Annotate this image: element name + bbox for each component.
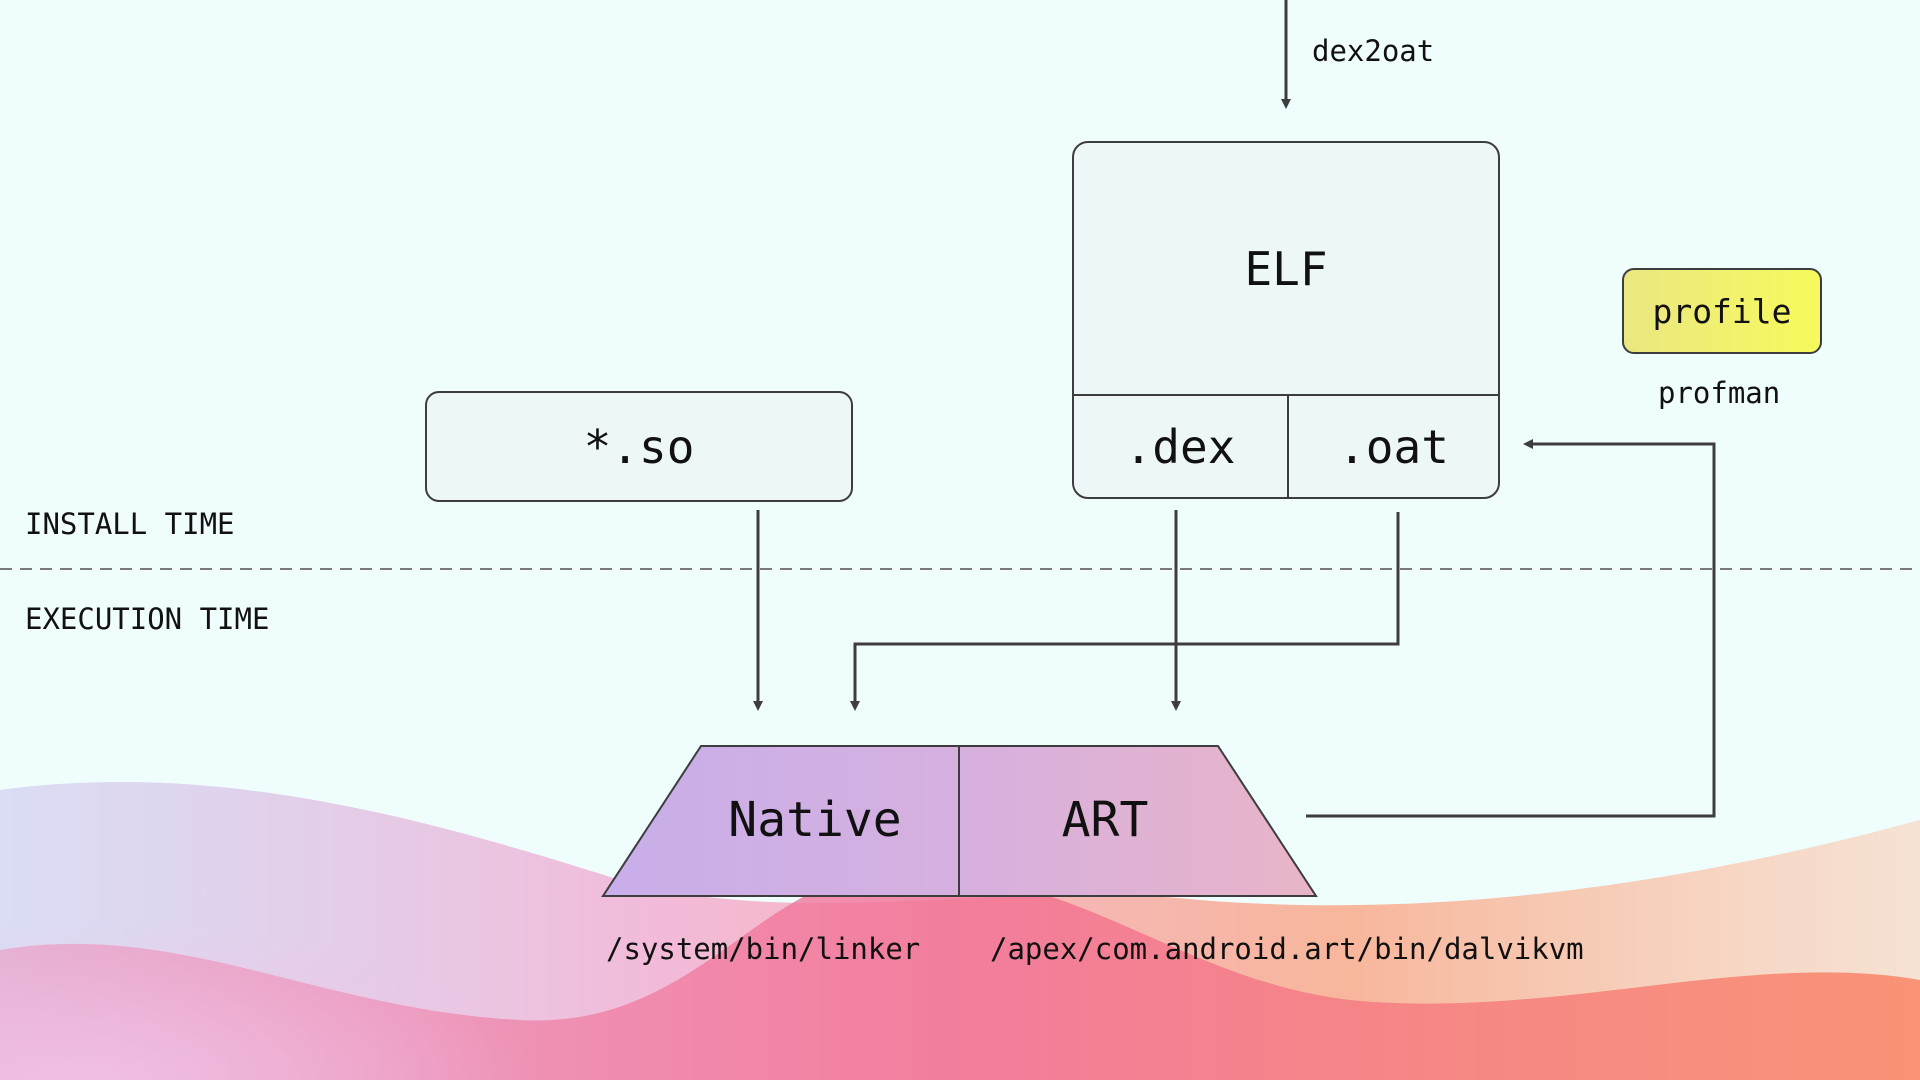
oat-to-native-arrow: [850, 512, 1400, 711]
execution-time-label: EXECUTION TIME: [25, 602, 270, 636]
profile-label: profile: [1652, 291, 1792, 331]
install-time-label: INSTALL TIME: [25, 507, 235, 541]
oat-label: .oat: [1338, 419, 1449, 474]
so-box: *.so: [425, 391, 853, 502]
elf-label: ELF: [1244, 242, 1328, 296]
elf-container: ELF .dex .oat: [1072, 141, 1500, 499]
oat-section: .oat: [1289, 396, 1498, 497]
elf-section-divider: [1074, 394, 1498, 396]
so-label: *.so: [583, 419, 695, 474]
art-to-oat-feedback-arrow: [1306, 439, 1716, 818]
dex-section: .dex: [1074, 396, 1286, 497]
linker-path-label: /system/bin/linker: [606, 932, 921, 966]
native-label: Native: [728, 792, 902, 848]
profman-label: profman: [1658, 376, 1781, 410]
dex2oat-label: dex2oat: [1312, 34, 1435, 68]
elf-header: ELF: [1074, 143, 1498, 395]
art-label: ART: [1061, 792, 1149, 848]
dex-label: .dex: [1124, 419, 1236, 474]
dalvikvm-path-label: /apex/com.android.art/bin/dalvikvm: [990, 932, 1584, 966]
dex-oat-divider: [1287, 396, 1289, 497]
profile-box: profile: [1622, 268, 1822, 354]
